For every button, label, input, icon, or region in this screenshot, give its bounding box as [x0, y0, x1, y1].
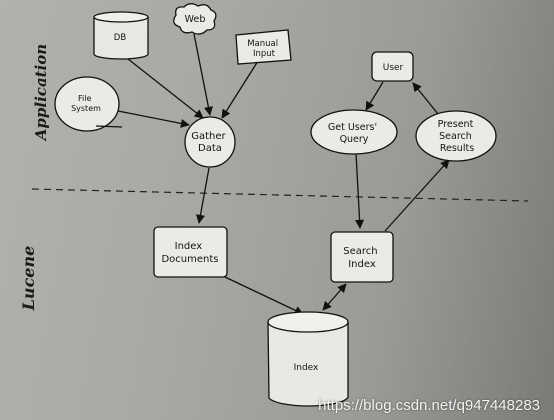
manual-input-label-line1: Manual — [247, 39, 278, 49]
svg-text:Index Documents: Index Documents — [161, 241, 218, 265]
search-index-node: Search Index — [330, 231, 394, 283]
edge-filesystem-to-gather — [117, 110, 190, 128]
db-label: DB — [114, 33, 127, 43]
edge-user-to-query — [365, 81, 384, 111]
edge-manual-to-gather — [221, 60, 259, 119]
index-label: Index — [294, 363, 319, 373]
svg-text:Get Users' Query: Get Users' Query — [328, 122, 380, 145]
web-label: Web — [185, 14, 206, 25]
svg-text:Gather Data: Gather Data — [191, 131, 229, 154]
user-node: User — [371, 51, 414, 82]
index-documents-label-line2: Documents — [161, 254, 218, 265]
svg-text:File System: File System — [71, 94, 101, 113]
edge-search-index-to-index — [322, 283, 347, 311]
search-index-label-line1: Search — [343, 246, 377, 257]
svg-text:Search Index: Search Index — [343, 246, 381, 270]
present-search-results-label-line3: Results — [440, 143, 474, 154]
watermark: https://blog.csdn.net/q947448283 — [318, 397, 540, 414]
web-node: Web — [173, 3, 217, 35]
layer-divider — [31, 188, 529, 202]
present-search-results-label-line1: Present — [438, 119, 474, 130]
section-label-lucene: Lucene — [19, 246, 38, 312]
get-users-query-node: Get Users' Query — [310, 109, 398, 155]
manual-input-label-line2: Input — [253, 49, 276, 59]
gather-data-node: Gather Data — [184, 116, 236, 168]
index-documents-node: Index Documents — [153, 226, 228, 278]
db-node: DB — [93, 11, 149, 60]
index-documents-label-line1: Index — [175, 241, 203, 252]
get-users-query-label-line1: Get Users' — [328, 122, 377, 133]
file-system-node: File System — [54, 76, 123, 132]
svg-text:Manual Input: Manual Input — [247, 39, 281, 59]
user-label: User — [383, 63, 404, 73]
edge-query-to-search — [355, 152, 365, 229]
present-search-results-node: Present Search Results — [415, 110, 497, 162]
file-system-label-line2: System — [71, 104, 101, 113]
manual-input-node: Manual Input — [235, 29, 292, 65]
edge-search-to-results — [384, 159, 450, 232]
get-users-query-label-line2: Query — [340, 134, 369, 145]
gather-data-label-line1: Gather — [191, 131, 226, 142]
edge-index-docs-to-index — [224, 276, 304, 315]
svg-text:Present Search Res: Present Search Results — [438, 119, 477, 154]
index-node: Index — [267, 311, 349, 407]
gather-data-label-line2: Data — [198, 143, 222, 154]
present-search-results-label-line2: Search — [439, 131, 472, 142]
edge-gather-to-index-docs — [195, 167, 210, 224]
search-index-label-line2: Index — [348, 259, 376, 270]
edge-web-to-gather — [193, 33, 213, 116]
edge-db-to-gather — [122, 54, 204, 119]
edge-results-to-user — [412, 82, 439, 115]
section-label-application: Application — [32, 44, 50, 142]
file-system-label-line1: File — [78, 94, 91, 103]
